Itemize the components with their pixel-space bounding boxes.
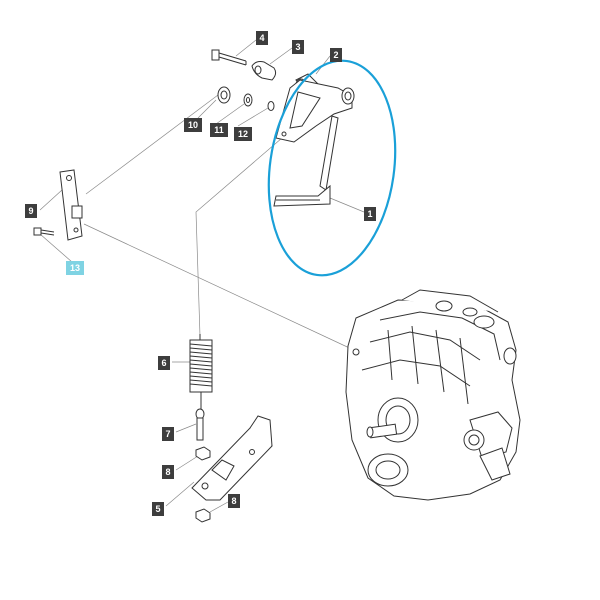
bushing-part	[251, 61, 277, 81]
callout-8-lower[interactable]: 8	[228, 494, 240, 508]
callout-2[interactable]: 2	[330, 48, 342, 62]
nut-parts	[195, 446, 211, 523]
mounting-bracket-part	[191, 415, 273, 501]
callout-3[interactable]: 3	[292, 40, 304, 54]
leader-lines	[39, 39, 365, 513]
gearbox-housing-part	[345, 289, 521, 501]
callout-10[interactable]: 10	[184, 118, 202, 132]
callout-12[interactable]: 12	[234, 127, 252, 141]
lever-bracket-part	[59, 169, 83, 241]
callout-4[interactable]: 4	[256, 31, 268, 45]
washer-parts	[217, 86, 275, 111]
pedal-arm-part	[273, 79, 355, 207]
callout-8-upper[interactable]: 8	[162, 465, 174, 479]
callout-1[interactable]: 1	[364, 207, 376, 221]
callout-7[interactable]: 7	[162, 427, 174, 441]
callout-13[interactable]: 13	[66, 261, 84, 275]
callout-11[interactable]: 11	[210, 123, 228, 137]
callout-5[interactable]: 5	[152, 502, 164, 516]
bolt-part	[211, 49, 247, 66]
screw-part	[33, 227, 55, 236]
selection-highlight-ellipse	[267, 59, 397, 277]
rod-part	[195, 408, 205, 441]
spring-part	[189, 334, 213, 410]
callout-9[interactable]: 9	[25, 204, 37, 218]
callout-6[interactable]: 6	[158, 356, 170, 370]
